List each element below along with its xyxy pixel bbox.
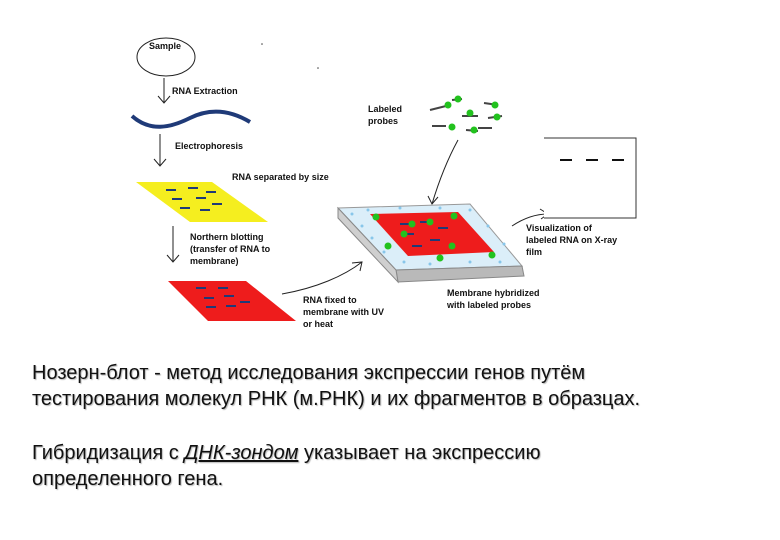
- arrow-down-icon: [166, 226, 180, 263]
- arrow-down-icon: [153, 134, 167, 167]
- rna-fixed-line-3: or heat: [303, 319, 333, 329]
- northern-blotting-line-3: membrane): [190, 256, 239, 266]
- caption-line-3: Гибридизация с ДНК-зондом указывает на э…: [32, 440, 772, 466]
- dna-probe-term: ДНК-зондом: [184, 442, 299, 464]
- caption-definition: Нозерн-блот - метод исследования экспрес…: [32, 360, 772, 412]
- sample-ellipse: [136, 37, 196, 77]
- caption-line-1: Нозерн-блот - метод исследования экспрес…: [32, 362, 586, 384]
- xray-film: [544, 137, 637, 219]
- northern-blotting-line-2: (transfer of RNA to: [190, 244, 271, 254]
- arrow-icon: [281, 261, 363, 295]
- speck: [317, 67, 319, 69]
- membrane-bands: [196, 287, 250, 308]
- rna-fixed-line-2: membrane with UV: [303, 307, 384, 317]
- rna-fixed-line-1: RNA fixed to: [303, 295, 357, 305]
- rna-strand: [130, 109, 252, 129]
- caption-hybridization: Гибридизация с ДНК-зондом указывает на э…: [32, 440, 772, 492]
- labeled-probes-line-1: Labeled: [368, 104, 402, 114]
- visualization-line-2: labeled RNA on X-ray: [526, 235, 617, 245]
- membrane-hybridized-line-2: with labeled probes: [446, 300, 531, 310]
- caption-line-2: тестирования молекул РНК (м.РНК) и их фр…: [32, 388, 641, 410]
- visualization-line-1: Visualization of: [526, 223, 593, 233]
- arrow-icon: [427, 139, 459, 205]
- caption-line-3-start: Гибридизация с: [32, 442, 185, 464]
- caption-line-4: определенного гена.: [32, 468, 224, 490]
- caption-line-3-end: указывает на экспрессию: [298, 442, 541, 464]
- membrane-hybridized-line-1: Membrane hybridized: [447, 288, 540, 298]
- northern-blot-diagram: Sample RNA Extraction Labeled probes Ele…: [130, 37, 637, 329]
- gel-slab: [136, 182, 268, 222]
- membrane-blot: [168, 281, 296, 321]
- rna-extraction-label: RNA Extraction: [172, 86, 238, 96]
- hybridization-tray: [336, 203, 525, 284]
- labeled-probes-cluster: [429, 95, 503, 134]
- northern-blotting-line-1: Northern blotting: [190, 232, 264, 242]
- speck: [261, 43, 263, 45]
- rna-separated-label: RNA separated by size: [232, 172, 329, 182]
- visualization-line-3: film: [526, 247, 542, 257]
- labeled-probes-line-2: probes: [368, 116, 398, 126]
- arrow-down-icon: [157, 78, 171, 104]
- gel-bands: [166, 187, 222, 211]
- electrophoresis-label: Electrophoresis: [175, 141, 243, 151]
- sample-label: Sample: [149, 41, 181, 51]
